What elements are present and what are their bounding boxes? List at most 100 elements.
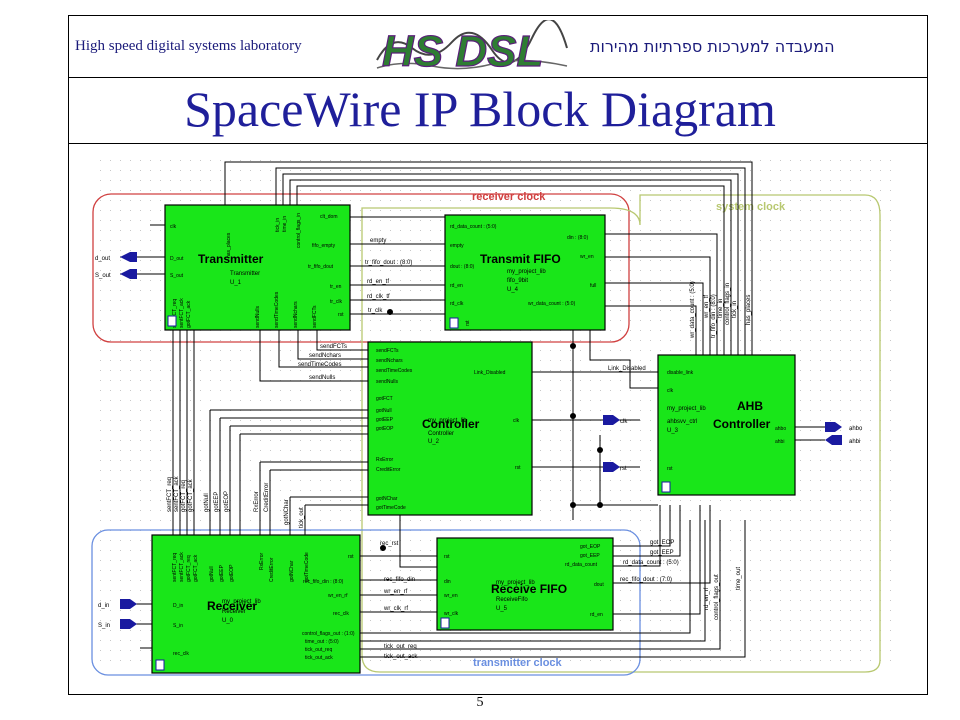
ext-port-s-out: S_out — [95, 273, 111, 279]
tx-port-tr-clk: tr_clk — [330, 299, 342, 305]
tf-instance-icon — [449, 317, 459, 329]
rx-port-rst: rst — [348, 554, 354, 560]
ctrl-port-got-null: gotNull — [376, 408, 392, 414]
ctrl-port-credit-error: CreditError — [376, 467, 401, 473]
rx-port-got-null: gotNull — [209, 566, 215, 582]
net-tick-in: tick_in — [732, 301, 738, 318]
transmitter-clock-label: transmitter clock — [473, 657, 563, 669]
tx-port-clt-dom: clt_dom — [320, 214, 338, 220]
net-rd-en-tf: rd_en_tf — [367, 279, 389, 285]
logo-text: HS DSL — [382, 27, 543, 76]
ctrl-port-rx-error: RxError — [376, 457, 394, 463]
ext-port-clk: clk — [620, 419, 628, 425]
net-empty: empty — [370, 238, 386, 244]
ctrl-port-got-eop: gotEOP — [376, 426, 394, 432]
tx-port-clk: clk — [170, 224, 177, 230]
net-tick-out-req: tick_out_req — [384, 644, 417, 650]
ext-port-ahbo: ahbo — [849, 426, 863, 432]
header-divider — [68, 77, 928, 78]
net-wr-clk-rf: wr_clk_rf — [383, 606, 408, 612]
receiver-clock-domain — [92, 193, 630, 343]
net-credit-error: CreditError — [264, 483, 270, 512]
block-receiver-lib2: Receiver — [222, 609, 246, 615]
block-controller-lib3: U_2 — [428, 439, 440, 445]
block-ahb-lib1: my_project_lib — [667, 406, 706, 412]
transmitter-clock-domain — [91, 529, 641, 676]
tx-port-rst: rst — [338, 312, 344, 318]
rx-port-rec-clk-out: rec_clk — [333, 611, 349, 617]
tf-port-dout: dout : (8:0) — [450, 264, 475, 270]
rf-instance-icon — [440, 617, 450, 629]
block-transmit-fifo-lib3: U_4 — [507, 287, 519, 293]
rx-port-rec-clk: rec_clk — [173, 651, 189, 657]
block-transmitter-name: Transmitter — [198, 252, 264, 266]
net-tick-out-ack: tick_out_ack — [384, 654, 418, 660]
rx-instance-icon — [155, 659, 165, 671]
block-receive-fifo-lib3: U_5 — [496, 606, 508, 612]
rx-port-wr-en-rf: wr_en_rf — [328, 593, 348, 599]
net-send-fcts: sendFCTs — [320, 344, 347, 350]
block-ahb-name1: AHB — [737, 399, 763, 413]
tx-port-send-nulls: sendNulls — [255, 306, 261, 328]
rf-port-rst: rst — [444, 554, 450, 560]
lab-name-hebrew: המעבדה למערכות ספרתיות מהירות — [590, 37, 835, 56]
tx-port-d-out: D_out — [170, 256, 184, 262]
rf-port-rd-en: rd_en — [590, 612, 603, 618]
rf-port-got-eep: got_EEP — [580, 553, 600, 559]
block-controller: Controller my_project_lib Controller U_2… — [367, 341, 533, 516]
net-control-flags-out: control_flags_out — [714, 574, 720, 620]
block-transmitter-lib1: Transmitter — [230, 271, 260, 277]
ctrl-port-send-fcts: sendFCTs — [376, 348, 399, 354]
ahb-port-rst: rst — [667, 466, 673, 472]
net-link-disabled: Link_Disabled — [608, 366, 646, 372]
net-rec-fifo-din: rec_fifo_din — [384, 577, 415, 583]
rx-port-sent-fct-ack: sentFCT_ack — [179, 552, 185, 582]
block-transmit-fifo-lib1: my_project_lib — [507, 269, 546, 275]
tx-port-send-timecodes: sendTimeCodes — [274, 291, 280, 328]
tf-port-wr-data-count: wr_data_count : (5:0) — [528, 301, 576, 307]
block-controller-name: Controller — [422, 417, 480, 431]
tx-port-tick-in: tick_in — [275, 218, 281, 232]
block-receiver: Receiver my_project_lib Receiver U_0 D_i… — [151, 534, 361, 674]
tx-port-tr-en: tr_en — [330, 284, 342, 290]
net-has-places: has_places — [746, 295, 752, 325]
ctrl-port-got-fct: gotFCT — [376, 396, 393, 402]
rf-port-din: din — [444, 579, 451, 585]
block-transmitter: Transmitter Transmitter U_1 clk D_out S_… — [164, 204, 351, 331]
ext-port-d-in: d_in — [98, 603, 109, 609]
ctrl-port-link-disabled: Link_Disabled — [474, 370, 506, 376]
ctrl-port-got-nchar: gotNChar — [376, 496, 398, 502]
page-number: 5 — [476, 695, 484, 710]
net-wr-en-rf: wr_en_rf — [383, 589, 408, 595]
net-got-eop: gotEOP — [224, 491, 230, 512]
tx-port-control-flags-in: control_flags_in — [296, 213, 302, 248]
rf-port-wr-en: wr_en — [444, 593, 458, 599]
block-ahb-lib2: ahbsvv_ctrl — [667, 419, 697, 425]
tx-port-sent-fct-req: sentFCT_req — [172, 299, 178, 328]
net-got-eep: gotEEP — [214, 492, 220, 512]
rx-port-rec-fifo-din: rec_fifo_din : (8:0) — [303, 579, 344, 585]
tf-port-rd-en: rd_en — [450, 283, 463, 289]
block-receive-fifo-lib1: my_project_lib — [496, 580, 535, 586]
tx-port-fifo-empty: fifo_empty — [312, 243, 336, 249]
rx-port-sent-fct-req: sentFCT_req — [172, 553, 178, 582]
rf-port-rd-data-count: rd_data_count — [565, 562, 598, 568]
tx-port-got-fct-ack: gotFCT_ack — [186, 300, 192, 328]
net-wr-data-count: wr_data_count : (5:0) — [690, 281, 696, 339]
block-ahb-controller: AHB Controller my_project_lib ahbsvv_ctr… — [657, 354, 796, 496]
net-rec-rst: rec_rst — [380, 541, 399, 547]
block-receive-fifo-name: Receive FIFO — [491, 582, 567, 596]
ahb-instance-icon — [661, 481, 671, 493]
rf-port-got-eop: got_EOP — [580, 544, 601, 550]
receiver-clock-label: receiver clock — [472, 191, 546, 203]
rx-port-control-flags-out: control_flags_out : (1:0) — [302, 631, 355, 637]
net-time-out: time_out — [736, 567, 742, 590]
tf-port-wr-en: wr_en — [580, 254, 594, 260]
rx-port-d-in: D_in — [173, 603, 184, 609]
net-got-nchar: gotNChar — [284, 499, 290, 525]
net-rd-clk-tf: rd_clk_tf — [367, 294, 390, 300]
ctrl-port-send-nulls: sendNulls — [376, 379, 398, 385]
block-receiver-name: Receiver — [207, 599, 257, 613]
tx-port-tr-fifo-dout: tr_fifo_dout — [308, 264, 334, 270]
rx-port-got-nchar: gotNChar — [289, 560, 295, 582]
